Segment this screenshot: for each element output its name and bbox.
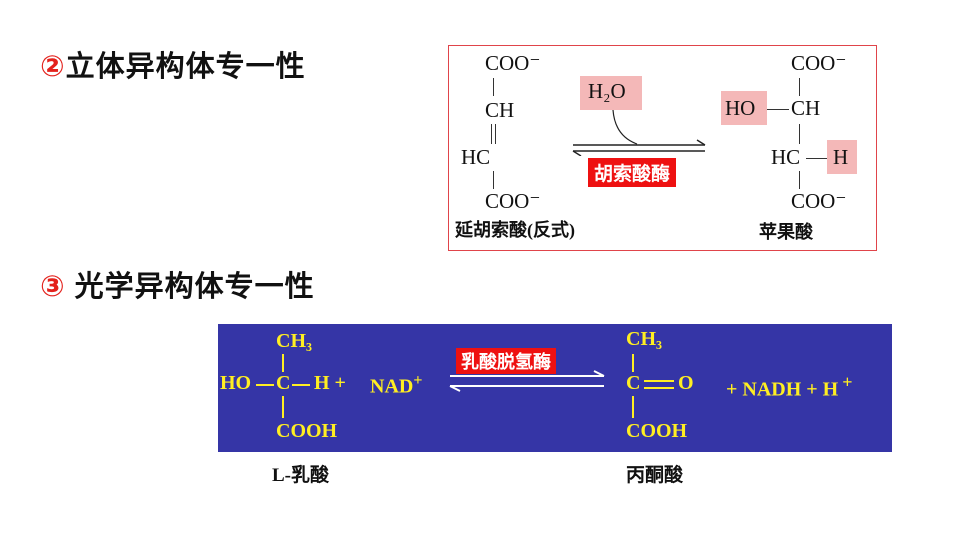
- malate-caption: 苹果酸: [759, 222, 813, 242]
- pyruvate-c: C: [626, 372, 641, 394]
- nad-label: NAD: [370, 375, 414, 398]
- bond: [256, 384, 274, 386]
- bond: [799, 124, 800, 144]
- fumarase-enzyme-label: 胡索酸酶: [588, 158, 677, 187]
- bond: [806, 158, 828, 159]
- water-highlight: [580, 76, 642, 110]
- lactate-ch3: CH₃: [276, 330, 312, 352]
- section-heading-stereo: ②立体异构体专一性: [40, 43, 306, 85]
- pyruvate-o: O: [678, 372, 694, 394]
- nad-charge: +: [413, 372, 423, 389]
- pyruvate-ch3: CH₃: [626, 328, 662, 350]
- fumarate-caption: 延胡索酸(反式): [455, 220, 575, 240]
- malate-coo-top: COO⁻: [791, 51, 847, 75]
- lactate-ho: HO: [220, 372, 252, 394]
- bond: [282, 354, 284, 372]
- bond: [632, 396, 634, 418]
- malate-h: H: [833, 145, 849, 169]
- fumarate-coo-bottom: COO⁻: [485, 189, 541, 213]
- h-highlight: [827, 140, 857, 174]
- ldh-equilibrium-arrows: [449, 370, 605, 392]
- bond: [799, 171, 800, 189]
- fumarase-reaction-box: COO⁻ CH HC COO⁻ 延胡索酸(反式) H₂O 胡索酸酶 COO⁻ H…: [448, 45, 877, 251]
- malate-coo-bottom: COO⁻: [791, 189, 847, 213]
- lactate-caption: L-乳酸: [272, 465, 330, 486]
- nadh-label: + NADH + H: [726, 378, 839, 401]
- lactate-c: C: [276, 372, 291, 394]
- double-bond-a: [644, 380, 674, 382]
- double-bond-a: [491, 124, 492, 144]
- bond: [632, 354, 634, 372]
- pyruvate-cooh: COOH: [626, 420, 688, 442]
- section-title-optical: 光学异构体专一性: [74, 271, 315, 303]
- double-bond-b: [644, 387, 674, 389]
- malate-ch: CH: [791, 96, 821, 120]
- fumarate-ch: CH: [485, 98, 515, 122]
- bond: [493, 78, 494, 96]
- pyruvate-caption: 丙酮酸: [626, 465, 684, 486]
- nad: NAD+: [370, 372, 422, 399]
- nadh-h: + NADH + H+: [726, 372, 853, 402]
- bond: [493, 171, 494, 189]
- equilibrium-arrows: [572, 109, 706, 156]
- double-bond-b: [495, 124, 496, 144]
- section-heading-optical: ③ 光学异构体专一性: [40, 263, 315, 305]
- ldh-reaction-box: CH₃ HO C H + COOH NAD+ 乳酸脱氢酶 CH₃ C O COO…: [218, 324, 892, 452]
- circled-number-3: ③: [40, 271, 66, 303]
- fumarate-coo-top: COO⁻: [485, 51, 541, 75]
- bond: [799, 78, 800, 96]
- fumarate-hc: HC: [461, 145, 491, 169]
- lactate-cooh: COOH: [276, 420, 338, 442]
- circled-number-2: ②: [40, 51, 66, 83]
- water-label: H₂O: [588, 79, 626, 103]
- malate-ho: HO: [725, 96, 756, 120]
- lactate-h-plus: H +: [314, 372, 346, 394]
- bond: [282, 396, 284, 418]
- proton-charge: +: [842, 372, 853, 392]
- bond: [292, 384, 310, 386]
- section-title-stereo: 立体异构体专一性: [65, 51, 306, 83]
- malate-hc: HC: [771, 145, 801, 169]
- ho-highlight: [721, 91, 767, 125]
- ldh-enzyme-label: 乳酸脱氢酶: [456, 348, 556, 374]
- bond: [767, 109, 789, 110]
